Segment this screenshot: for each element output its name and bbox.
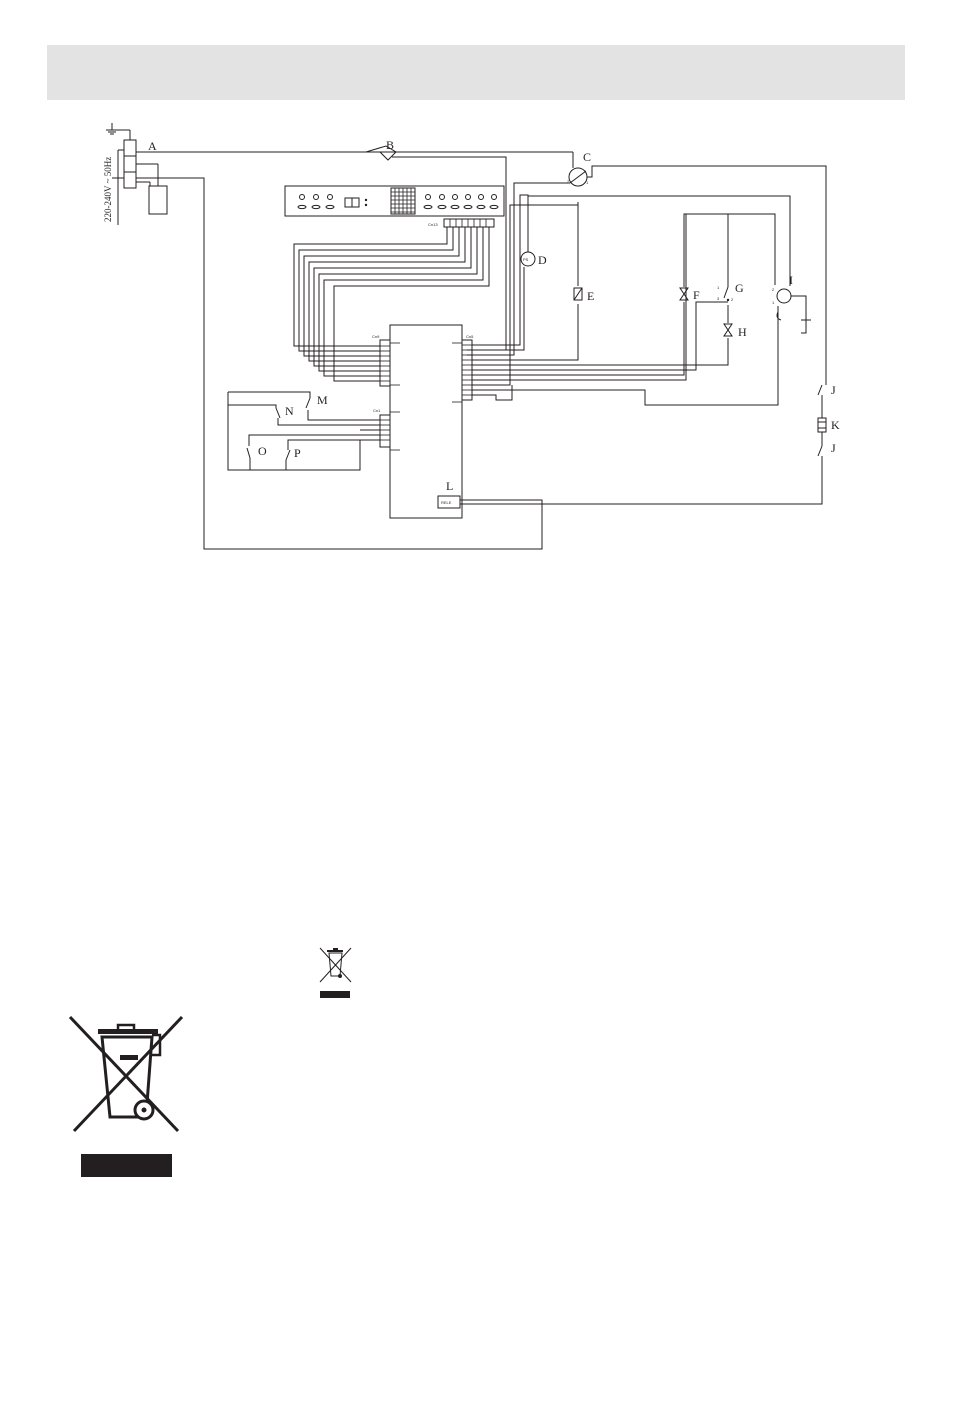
- pressure-switch-text: PS: [523, 257, 529, 262]
- ribbon-cable-cn13-cn9: [293, 227, 490, 382]
- cn1-label: Cn1: [373, 408, 381, 413]
- label-h: H: [738, 325, 747, 339]
- label-l: L: [446, 479, 453, 493]
- control-panel-board: Cn13: [284, 185, 505, 228]
- label-k: K: [831, 418, 840, 432]
- weee-crossed-bin-icon: [319, 947, 352, 998]
- relay-label: RELE: [441, 500, 452, 505]
- pcb-return-wire: [392, 505, 463, 519]
- svg-text:3: 3: [717, 296, 720, 301]
- svg-text:1: 1: [772, 300, 775, 305]
- label-g: G: [735, 281, 744, 295]
- label-o: O: [258, 444, 267, 458]
- label-j-bottom: J: [831, 441, 836, 455]
- mains-plug-a: [106, 123, 168, 225]
- label-n: N: [285, 404, 294, 418]
- supply-voltage-label: 220-240V ~ 50Hz: [103, 157, 113, 222]
- svg-text:2: 2: [567, 179, 570, 184]
- label-d: D: [538, 253, 547, 267]
- cn5-output-wires: [472, 194, 791, 406]
- label-a: A: [148, 139, 157, 153]
- label-b: B: [386, 138, 394, 152]
- label-c: C: [583, 150, 591, 164]
- label-j-top: J: [831, 383, 836, 397]
- valve-f: [679, 287, 689, 301]
- main-pcb: Cn9 Cn1 Cn5 RELE: [372, 324, 823, 519]
- label-f: F: [693, 288, 700, 302]
- switch-g: 1 3 2: [717, 285, 734, 302]
- svg-text:2: 2: [731, 297, 734, 302]
- label-m: M: [317, 393, 328, 407]
- pump-i: 2 1: [772, 287, 811, 334]
- svg-text:1: 1: [586, 180, 589, 185]
- svg-text:2: 2: [772, 287, 775, 292]
- cn9-label: Cn9: [372, 334, 380, 339]
- heater-e: [573, 287, 583, 301]
- door-switch-loop: [227, 391, 380, 471]
- label-p: P: [294, 446, 301, 460]
- cn13-label: Cn13: [428, 222, 438, 227]
- weee-crossed-bin-large-icon: [68, 1015, 184, 1177]
- motor-c: 2 1: [467, 152, 827, 385]
- header-band: [47, 45, 905, 100]
- svg-text:1: 1: [717, 285, 720, 290]
- thermal-fuse-chain: [817, 384, 827, 460]
- pressure-switch-d: PS: [520, 251, 536, 267]
- valve-h: [723, 323, 733, 337]
- label-e: E: [587, 289, 594, 303]
- door-switch-b: [365, 145, 573, 161]
- label-i: I: [789, 273, 793, 287]
- cn5-label: Cn5: [466, 334, 474, 339]
